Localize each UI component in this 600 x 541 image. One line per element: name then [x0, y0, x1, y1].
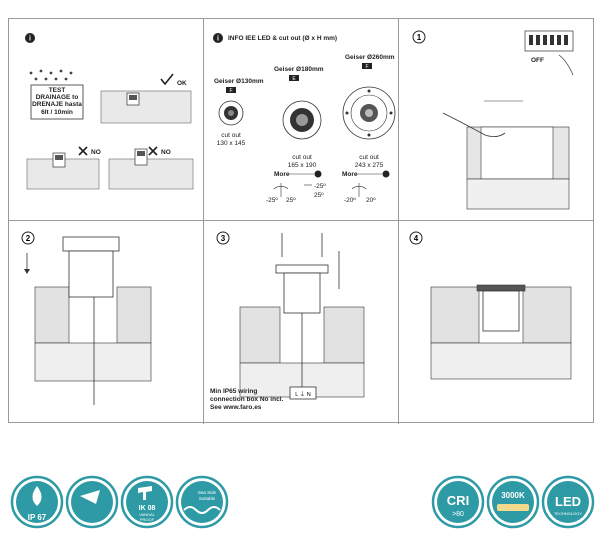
color-temperature-bar [497, 504, 529, 511]
panel-step-3: 3 L ⏚ N Min IP65 wiring connection b [204, 221, 399, 424]
lamp-installed-illustration [476, 284, 526, 332]
rain-drops-icon [29, 69, 73, 81]
product-code-badge: F [365, 64, 368, 70]
ok-label: OK [177, 80, 187, 87]
ground-cross-section [430, 286, 572, 380]
circuit-breaker-icon [524, 30, 574, 52]
cutout-size: 130 x 145 [217, 140, 246, 147]
ik-rating-sub: VANDAL [139, 512, 155, 517]
panel-step-1: 1 OFF [399, 19, 594, 221]
angle-label: -25º [266, 197, 278, 204]
trench-illustration [466, 126, 570, 210]
cutout-label: cut out [359, 154, 379, 161]
cable-hand-icon [442, 112, 506, 137]
angle-label: -25º [314, 183, 326, 190]
step-number: 1 [417, 33, 422, 42]
step-number: i [29, 36, 31, 43]
gravel-no-illustration-1 [26, 152, 100, 190]
wave-icon [183, 506, 221, 514]
color-temperature-label: 3000K [501, 491, 525, 500]
angle-label: 20º [366, 197, 376, 204]
spotlight-icon [80, 490, 100, 504]
angle-label: -20º [344, 197, 356, 204]
lamp-body-illustration [62, 236, 120, 405]
cri-label: CRI [447, 493, 469, 508]
no-label: NO [91, 149, 101, 156]
product-code-badge: E [292, 76, 296, 82]
step-number: 4 [414, 234, 419, 243]
info-icon [25, 33, 35, 43]
ik08-badge: IK 08 VANDAL PROOF [120, 475, 174, 529]
cct-badge: 3000K [486, 475, 540, 529]
tilt-arrows-icon [273, 183, 312, 197]
wiring-note: connection box No incl. [210, 396, 284, 403]
ip-rating-label: IP 67 [28, 513, 47, 522]
test-label: DRENAJE hasta [32, 101, 82, 108]
angle-label: 25º [314, 192, 324, 199]
gravel-ok-illustration [100, 90, 192, 124]
test-label: DRAINAGE to [36, 94, 79, 101]
panel-title: INFO IEE LED & cut out (Ø x H mm) [228, 35, 337, 42]
info-icon [213, 33, 223, 43]
ground-cross-section [34, 286, 152, 382]
step-number: 3 [221, 234, 226, 243]
hammer-icon [138, 486, 152, 500]
sea-side-label: Sea Side [198, 490, 217, 495]
product-name: Geiser Ø130mm [214, 78, 264, 85]
adjustable-badge [65, 475, 119, 529]
panel-step-2: 2 [9, 221, 204, 424]
ik-rating-sub: PROOF [140, 517, 155, 522]
sea-side-label: Suitable [199, 496, 216, 501]
test-label: 6lt / 10min [41, 109, 73, 116]
cutout-size: 243 x 275 [355, 162, 384, 169]
check-icon [160, 73, 174, 86]
junction-box-icon: L ⏚ N [289, 386, 317, 400]
test-box [30, 84, 84, 120]
more-label: More [342, 171, 358, 178]
cri-value: >80 [452, 511, 464, 518]
no-label: NO [161, 149, 171, 156]
step-number: 2 [26, 234, 31, 243]
info-icon [314, 170, 322, 178]
cross-icon [78, 146, 88, 156]
ik-rating-label: IK 08 [139, 505, 156, 512]
sea-side-badge: Sea Side Suitable [175, 475, 229, 529]
gravel-no-illustration-2 [108, 148, 194, 190]
info-icon [382, 170, 390, 178]
cross-icon [148, 146, 158, 156]
lamp-medium-icon [282, 100, 322, 140]
feature-badges: IP 67 IK 08 VANDAL PROOF Sea Side Suitab… [10, 475, 595, 529]
wiring-label: L ⏚ N [295, 391, 310, 398]
product-name: Geiser Ø260mm [345, 54, 395, 61]
screw-icon [281, 233, 323, 257]
panel-step-4: 4 [399, 221, 594, 424]
product-name: Geiser Ø180mm [274, 66, 324, 73]
lamp-body-illustration [275, 264, 329, 387]
switch-off-label: OFF [531, 57, 544, 64]
panel-product-info: i INFO IEE LED & cut out (Ø x H mm) Geis… [204, 19, 399, 221]
ip67-badge: IP 67 [10, 475, 64, 529]
led-badge: LED TECHNOLOGY [541, 475, 595, 529]
cutout-label: cut out [292, 154, 312, 161]
led-technology-label: TECHNOLOGY [554, 511, 582, 516]
instruction-grid: i TEST DRAINAGE to DRENAJE hasta 6lt / 1… [8, 18, 594, 424]
cutout-size: 165 x 190 [288, 162, 317, 169]
step-number: i [217, 36, 219, 43]
angle-label: 25º [286, 197, 296, 204]
wiring-note: See www.faro.es [210, 404, 262, 411]
more-label: More [274, 171, 290, 178]
hand-switch-icon [558, 54, 574, 76]
wiring-note: Min IP65 wiring [210, 388, 257, 395]
product-code-badge: F [229, 88, 232, 94]
test-label: TEST [49, 87, 66, 94]
lamp-small-icon [218, 100, 244, 126]
cri-badge: CRI >80 [431, 475, 485, 529]
panel-drainage-test: i TEST DRAINAGE to DRENAJE hasta 6lt / 1… [9, 19, 204, 221]
lamp-large-icon [342, 86, 396, 140]
cutout-label: cut out [221, 132, 241, 139]
tilt-arrows-icon [351, 183, 367, 197]
led-label: LED [555, 494, 581, 509]
water-drop-icon [32, 486, 42, 506]
